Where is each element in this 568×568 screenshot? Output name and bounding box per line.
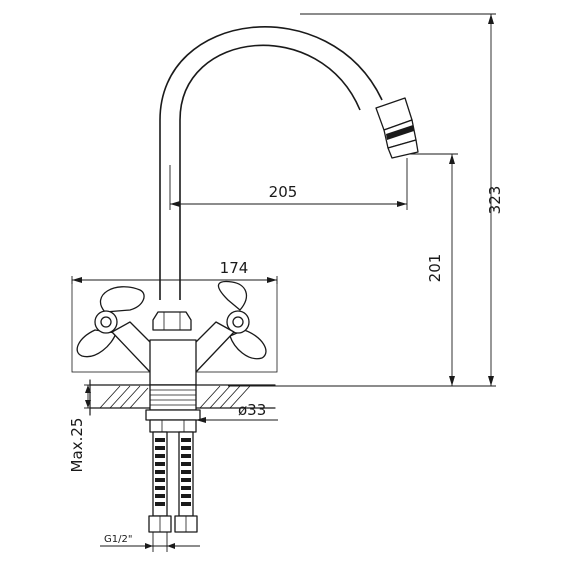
- spout: [159, 26, 419, 300]
- mounting-shank: [145, 384, 201, 433]
- valve-body: [111, 311, 235, 386]
- max-thickness-label: Max.25: [68, 418, 86, 473]
- dimension-spout-reach: 205: [169, 158, 408, 210]
- spout-reach-label: 205: [269, 183, 298, 201]
- dimension-spout-height: 201: [228, 153, 458, 387]
- dimension-max-thickness: Max.25: [68, 384, 96, 473]
- right-handle: [217, 280, 267, 360]
- flexible-hoses: [148, 431, 198, 533]
- base-width-label: 174: [220, 259, 249, 277]
- dimension-base-width: 174: [71, 259, 278, 284]
- dimension-mount-hole: ø33: [150, 401, 278, 423]
- mount-hole-label: ø33: [238, 401, 266, 419]
- dimension-thread: G1/2": [100, 532, 200, 552]
- total-height-label: 323: [486, 186, 504, 215]
- aerator: [375, 97, 419, 159]
- thread-label: G1/2": [104, 534, 132, 545]
- spout-height-label: 201: [426, 254, 444, 283]
- dimension-total-height: 323: [300, 13, 504, 387]
- left-handle: [76, 286, 145, 358]
